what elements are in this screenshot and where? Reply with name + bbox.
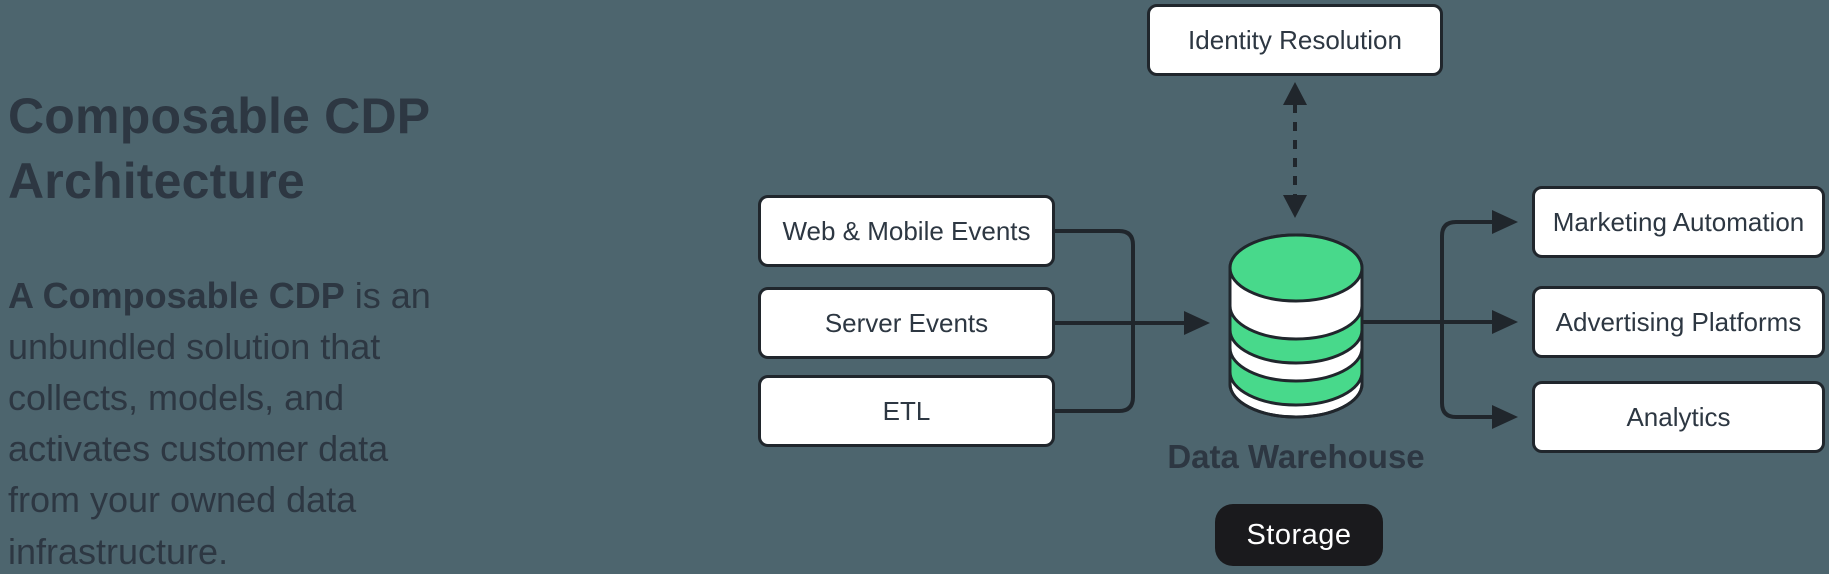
destination-node-advertising-platforms: Advertising Platforms xyxy=(1532,286,1825,358)
storage-badge: Storage xyxy=(1215,504,1383,566)
storage-badge-label: Storage xyxy=(1246,518,1352,551)
identity-resolution-label: Identity Resolution xyxy=(1188,24,1402,55)
database-icon xyxy=(1228,233,1364,419)
destination-node-label: Marketing Automation xyxy=(1552,206,1805,237)
source-node-label: ETL xyxy=(882,395,931,426)
identity-resolution-node: Identity Resolution xyxy=(1147,4,1443,76)
source-node-server-events: Server Events xyxy=(758,287,1055,359)
destination-node-label: Advertising Platforms xyxy=(1555,306,1802,337)
destination-node-analytics: Analytics xyxy=(1532,381,1825,453)
page-title: Composable CDP Architecture xyxy=(8,87,430,209)
intro-paragraph-bold: A Composable CDP xyxy=(8,275,345,316)
dashed-bidirectional-arrow xyxy=(1283,82,1307,218)
source-node-web-mobile-events: Web & Mobile Events xyxy=(758,195,1055,267)
source-merge-connector xyxy=(1055,229,1210,413)
destination-node-marketing-automation: Marketing Automation xyxy=(1532,186,1825,258)
source-node-etl: ETL xyxy=(758,375,1055,447)
source-node-label: Web & Mobile Events xyxy=(782,215,1031,246)
destination-node-label: Analytics xyxy=(1626,401,1731,432)
intro-paragraph: A Composable CDP is an unbundled solutio… xyxy=(8,270,453,574)
source-node-label: Server Events xyxy=(824,307,989,338)
destination-branch-connector xyxy=(1362,210,1518,429)
intro-paragraph-rest: is an unbundled solution that collects, … xyxy=(8,275,431,572)
data-warehouse-label: Data Warehouse xyxy=(1167,438,1425,475)
